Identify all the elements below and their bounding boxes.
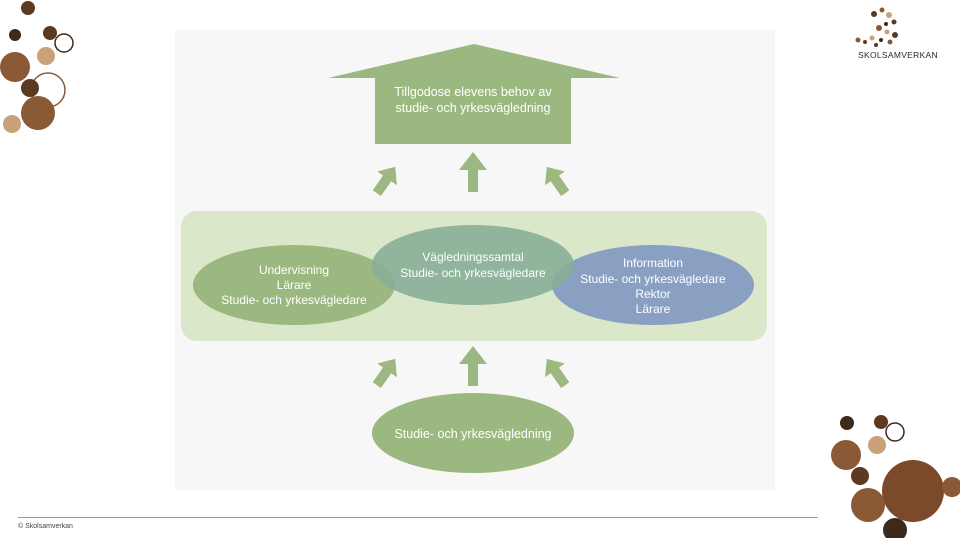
decor-circle <box>885 422 905 442</box>
ellipse-middle-line-1: Vägledningssamtal <box>422 250 523 264</box>
ellipse-right: Information Studie- och yrkesvägledare R… <box>552 245 754 325</box>
ellipse-left-line-1: Undervisning <box>259 263 329 277</box>
ellipse-right-line-1: Information <box>623 256 683 270</box>
arrow-up-center-lower <box>459 346 487 386</box>
ellipse-middle-line-2: Studie- och yrkesvägledare <box>400 266 546 280</box>
ellipse-bottom: Studie- och yrkesvägledning <box>372 393 574 473</box>
decor-circle <box>9 29 21 41</box>
decor-circle <box>37 47 55 65</box>
ellipse-right-line-2: Studie- och yrkesvägledare <box>580 272 726 286</box>
decor-circle <box>840 416 854 430</box>
arrow-up-right-lower <box>545 358 570 388</box>
decor-circle <box>0 52 30 82</box>
house-roof <box>328 44 620 78</box>
decor-circle <box>882 460 944 522</box>
decor-circle <box>43 26 57 40</box>
decor-circle <box>883 518 907 538</box>
arrow-up-left-lower <box>372 358 397 388</box>
decor-circle <box>851 488 885 522</box>
decor-circle <box>868 436 886 454</box>
decor-circle <box>3 115 21 133</box>
decor-circle <box>21 1 35 15</box>
upper-arrows <box>372 152 570 196</box>
decor-circle <box>942 477 960 497</box>
decor-circle <box>851 467 869 485</box>
ellipse-left-line-2: Lärare <box>277 278 312 292</box>
arrow-up-right-upper <box>545 166 570 196</box>
footer-divider <box>18 517 818 518</box>
ellipse-right-line-4: Lärare <box>636 302 671 316</box>
decor-circle <box>831 440 861 470</box>
ellipse-left-line-3: Studie- och yrkesvägledare <box>221 293 367 307</box>
ellipse-left-shape <box>193 245 395 325</box>
footer-copyright: © Skolsamverkan <box>18 523 73 530</box>
ellipse-bottom-shape <box>372 393 574 473</box>
arrow-up-left-upper <box>372 166 397 196</box>
house-text-line-1: Tillgodose elevens behov av <box>394 85 552 99</box>
ellipse-right-line-3: Rektor <box>635 287 670 301</box>
decor-circles-bottom-right <box>831 415 960 538</box>
decor-circle <box>21 96 55 130</box>
logo-mark <box>855 7 898 47</box>
house-text-line-2: studie- och yrkesvägledning <box>396 101 551 115</box>
ellipse-middle: Vägledningssamtal Studie- och yrkesvägle… <box>372 225 574 305</box>
decor-circles-top-left <box>0 1 74 133</box>
ellipse-right-shape <box>552 245 754 325</box>
decor-circle <box>54 33 74 53</box>
logo-text: SKOLSAMVERKAN <box>858 50 938 60</box>
house-shape: Tillgodose elevens behov av studie- och … <box>328 44 620 144</box>
decor-circle <box>21 79 39 97</box>
ellipse-bottom-line-1: Studie- och yrkesvägledning <box>394 427 551 441</box>
decor-circle <box>874 415 888 429</box>
house-body <box>375 76 571 144</box>
lower-arrows <box>372 346 570 388</box>
ellipse-left: Undervisning Lärare Studie- och yrkesväg… <box>193 245 395 325</box>
arrow-up-center-upper <box>459 152 487 192</box>
ellipse-middle-shape <box>372 225 574 305</box>
